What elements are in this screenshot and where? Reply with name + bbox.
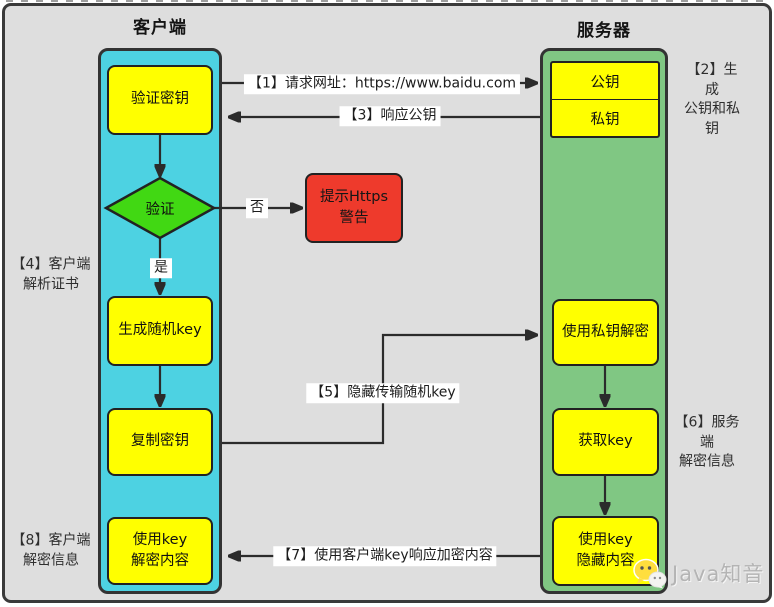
edge-label-yes: 是 bbox=[150, 258, 172, 278]
node-get-key: 获取key bbox=[552, 408, 659, 476]
client-lane-title: 客户端 bbox=[133, 18, 187, 38]
side-label-step4: 【4】客户端 解析证书 bbox=[11, 256, 91, 292]
node-verify-key: 验证密钥 bbox=[107, 65, 213, 135]
node-use-key-decrypt: 使用key 解密内容 bbox=[107, 517, 213, 585]
top-edge-dashes bbox=[6, 0, 768, 2]
watermark-text: Java知音 bbox=[672, 562, 765, 586]
edge-label-step5: 【5】隐藏传输随机key bbox=[306, 383, 460, 403]
node-copy-key: 复制密钥 bbox=[107, 408, 213, 476]
node-https-warning: 提示Https 警告 bbox=[305, 173, 403, 243]
node-generate-random-key: 生成随机key bbox=[107, 296, 213, 366]
decision-diamond bbox=[103, 176, 217, 240]
side-label-step6: 【6】服务端 解密信息 bbox=[674, 414, 740, 470]
side-label-step2: 【2】生成 公钥和私钥 bbox=[684, 61, 740, 137]
edge-label-no: 否 bbox=[246, 198, 268, 218]
node-private-key-decrypt: 使用私钥解密 bbox=[552, 299, 659, 366]
edge-label-step3: 【3】响应公钥 bbox=[339, 106, 441, 126]
node-public-key: 公钥 bbox=[552, 63, 658, 100]
side-label-step8: 【8】客户端 解密信息 bbox=[11, 532, 91, 568]
watermark: Java知音 bbox=[633, 557, 764, 589]
edge-label-step7: 【7】使用客户端key响应加密内容 bbox=[273, 546, 497, 566]
decision-label: 验证 bbox=[145, 201, 175, 218]
node-private-key: 私钥 bbox=[590, 111, 620, 128]
server-lane-title: 服务器 bbox=[577, 21, 631, 41]
edge-label-step1: 【1】请求网址：https://www.baidu.com bbox=[243, 74, 521, 94]
wechat-icon bbox=[633, 558, 667, 589]
node-keypair: 公钥 私钥 bbox=[550, 61, 660, 138]
